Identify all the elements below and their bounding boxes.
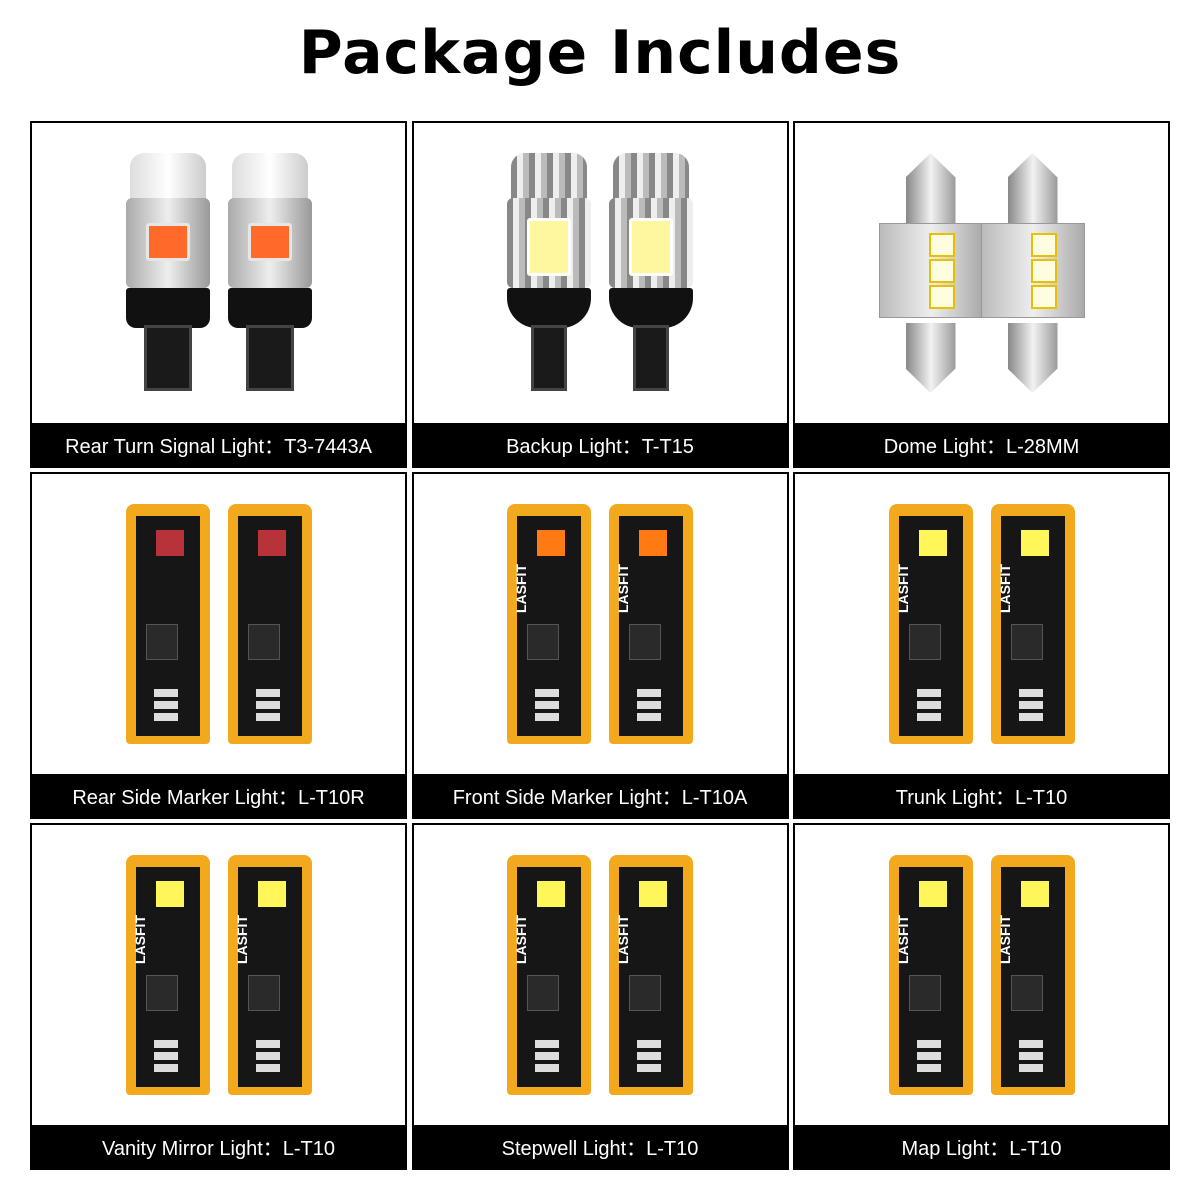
bulb-pair (32, 123, 405, 423)
t10-bulb-image: LASFIT (888, 855, 973, 1095)
festoon-bulb-image (980, 153, 1085, 393)
bulb-pair: LASFIT LASFIT (414, 474, 787, 774)
product-caption: Backup Light：T-T15 (413, 423, 787, 466)
bulb-pair: LASFIT LASFIT (795, 474, 1168, 774)
product-cell: LASFIT LASFIT Front Side Marker Light：L-T1… (411, 472, 789, 819)
product-cell: Rear Side Marker Light：L-T10R (30, 472, 407, 819)
festoon-bulb-image (878, 153, 983, 393)
product-cell: Rear Turn Signal Light：T3-7443A (30, 121, 407, 468)
t10-bulb-image: LASFIT (990, 504, 1075, 744)
brand-logo: LASFIT (513, 564, 529, 613)
product-caption: Map Light：L-T10 (795, 1125, 1168, 1168)
wedge-bulb-image (507, 153, 591, 393)
t10-bulb-image (125, 504, 210, 744)
product-caption: Front Side Marker Light：L-T10A (413, 774, 787, 817)
brand-logo: LASFIT (615, 564, 631, 613)
bulb-pair (414, 123, 787, 423)
product-caption: Dome Light：L-28MM (795, 423, 1168, 466)
brand-logo: LASFIT (131, 915, 148, 964)
product-cell: LASFIT LASFIT Map Light：L-T10 (793, 823, 1170, 1170)
wedge-bulb-image (227, 153, 312, 393)
product-caption: Trunk Light：L-T10 (795, 774, 1168, 817)
product-cell: LASFIT LASFIT Stepwell Light：L-T10 (411, 823, 789, 1170)
wedge-bulb-image (125, 153, 210, 393)
brand-logo: LASFIT (513, 915, 529, 964)
product-caption: Stepwell Light：L-T10 (413, 1125, 787, 1168)
brand-logo: LASFIT (996, 915, 1013, 964)
product-cell: Dome Light：L-28MM (793, 121, 1170, 468)
product-caption: Vanity Mirror Light：L-T10 (32, 1125, 405, 1168)
product-cell: LASFIT LASFIT Vanity Mirror Light：L-T10 (30, 823, 407, 1170)
brand-logo: LASFIT (894, 564, 911, 613)
bulb-pair (32, 474, 405, 774)
wedge-bulb-image (609, 153, 693, 393)
t10-bulb-image: LASFIT (888, 504, 973, 744)
brand-logo: LASFIT (615, 915, 631, 964)
t10-bulb-image: LASFIT (990, 855, 1075, 1095)
t10-bulb-image: LASFIT (507, 855, 591, 1095)
t10-bulb-image: LASFIT (125, 855, 210, 1095)
brand-logo: LASFIT (996, 564, 1013, 613)
bulb-pair: LASFIT LASFIT (795, 825, 1168, 1125)
brand-logo: LASFIT (894, 915, 911, 964)
product-cell: LASFIT LASFIT Trunk Light：L-T10 (793, 472, 1170, 819)
t10-bulb-image: LASFIT (609, 855, 693, 1095)
t10-bulb-image: LASFIT (609, 504, 693, 744)
product-caption: Rear Side Marker Light：L-T10R (32, 774, 405, 817)
t10-bulb-image: LASFIT (507, 504, 591, 744)
bulb-pair (795, 123, 1168, 423)
page-title: Package Includes (298, 18, 902, 88)
product-caption: Rear Turn Signal Light：T3-7443A (32, 423, 405, 466)
t10-bulb-image: LASFIT (227, 855, 312, 1095)
brand-logo: LASFIT (233, 915, 250, 964)
t10-bulb-image (227, 504, 312, 744)
bulb-pair: LASFIT LASFIT (414, 825, 787, 1125)
product-cell: Backup Light：T-T15 (411, 121, 789, 468)
bulb-pair: LASFIT LASFIT (32, 825, 405, 1125)
